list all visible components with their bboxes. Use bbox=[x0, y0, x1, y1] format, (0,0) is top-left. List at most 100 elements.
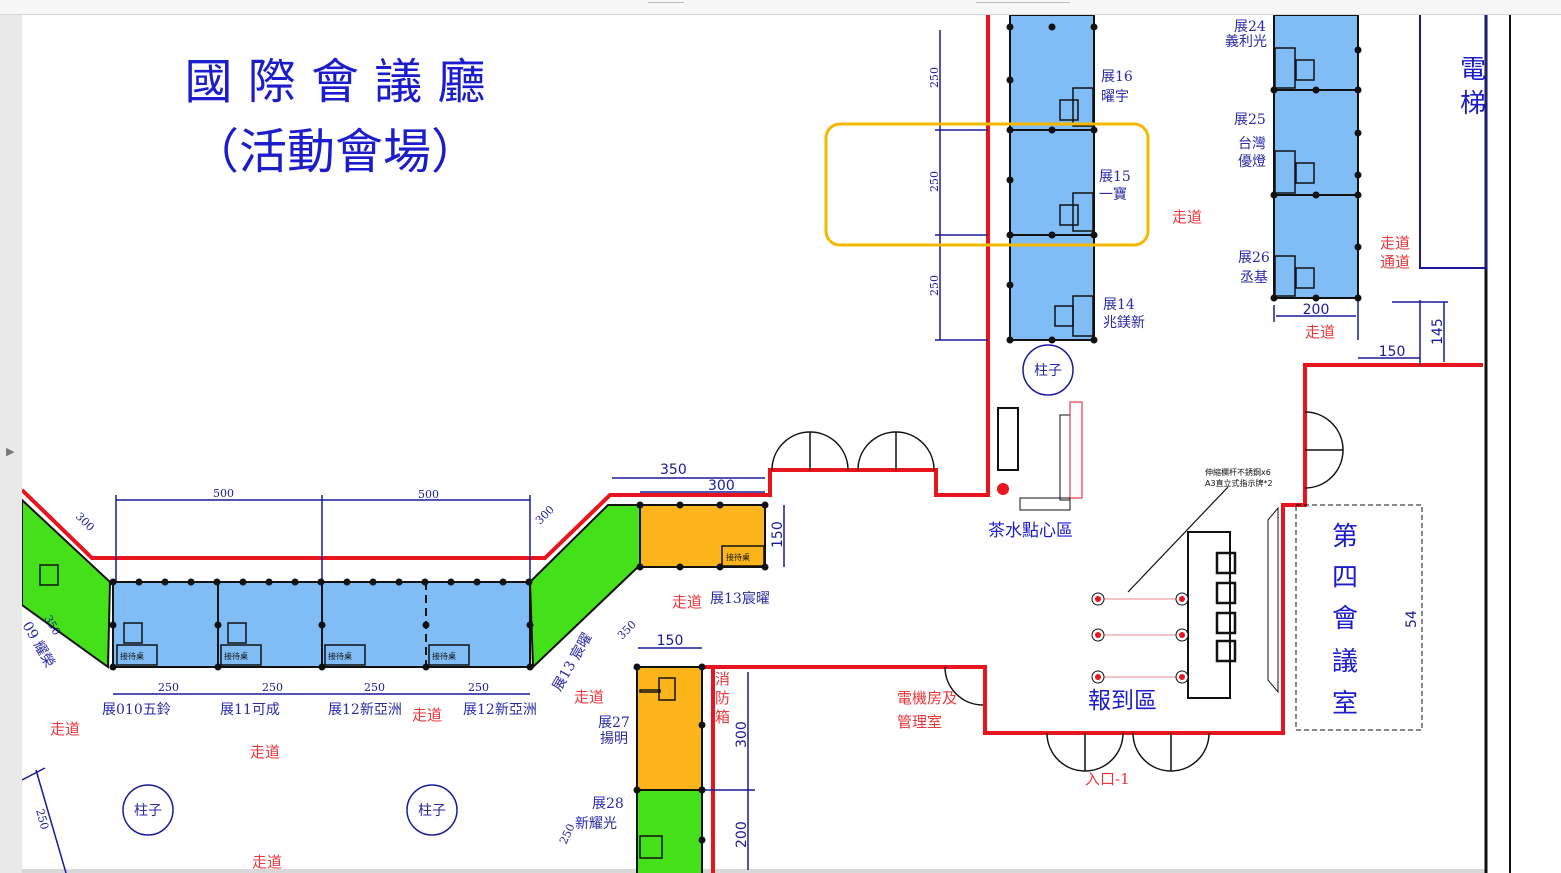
aisle-label: 通道 bbox=[1380, 253, 1410, 271]
aisle-label: 走道 bbox=[50, 720, 80, 738]
booth-27[interactable] bbox=[637, 667, 702, 790]
booth-post bbox=[110, 579, 117, 586]
tea-counter bbox=[1020, 498, 1070, 510]
tea-area-label: 茶水點心區 bbox=[988, 521, 1073, 541]
aisle-label: 走道 bbox=[1305, 323, 1335, 341]
booth-09[interactable] bbox=[22, 500, 110, 667]
booth-25[interactable] bbox=[1274, 90, 1358, 195]
dimension-label: 250 bbox=[468, 681, 489, 694]
dimension-label: 250 bbox=[928, 171, 941, 192]
elevator-label: 電 bbox=[1460, 55, 1486, 85]
svg-text:接待桌: 接待桌 bbox=[328, 651, 352, 661]
display-stand bbox=[1268, 508, 1278, 692]
booth-post bbox=[1091, 127, 1098, 134]
booth-post bbox=[1091, 232, 1098, 239]
conf-room-label: 四 bbox=[1332, 563, 1358, 593]
booth-post bbox=[1091, 337, 1098, 344]
booth-post bbox=[1271, 192, 1278, 199]
viewer-toolbar bbox=[0, 0, 1561, 15]
dimension-label: 145 bbox=[1430, 318, 1446, 345]
horizontal-scrollbar[interactable] bbox=[22, 869, 1486, 873]
booth-11[interactable] bbox=[218, 582, 322, 667]
booth-post bbox=[527, 664, 534, 671]
dimension-label: 250 bbox=[158, 681, 179, 694]
booth-10[interactable] bbox=[113, 582, 218, 667]
booth-label: 丞基 bbox=[1240, 269, 1268, 286]
booth-15[interactable] bbox=[1010, 130, 1094, 235]
booth-post bbox=[699, 837, 706, 844]
checkin-label: 報到區 bbox=[1088, 688, 1157, 714]
tea-counter bbox=[1070, 402, 1082, 498]
dimension-label: 250 bbox=[928, 67, 941, 88]
booth-post bbox=[396, 579, 403, 586]
booth-label: 優燈 bbox=[1238, 154, 1266, 170]
elevator bbox=[1420, 10, 1486, 268]
note-arrow bbox=[1128, 487, 1228, 592]
booth-label: 展15 bbox=[1099, 169, 1131, 185]
sidebar-collapsed: ▶ bbox=[0, 15, 22, 873]
booth-post bbox=[1091, 24, 1098, 31]
booth-post bbox=[527, 622, 534, 629]
chevron-right-icon[interactable]: ▶ bbox=[6, 445, 15, 458]
svg-text:接待桌: 接待桌 bbox=[432, 651, 456, 661]
booth-label: 展27 bbox=[598, 715, 630, 731]
dimension-label: 150 bbox=[657, 633, 684, 649]
booth-label: 台灣 bbox=[1238, 136, 1266, 152]
booth-post bbox=[1355, 295, 1362, 302]
booth-label: 展13宸曜 bbox=[710, 590, 770, 607]
door bbox=[772, 412, 1343, 771]
booth-post bbox=[319, 622, 326, 629]
toolbar-tab-active[interactable] bbox=[976, 2, 1070, 3]
booth-post bbox=[1049, 127, 1056, 134]
booth-post bbox=[677, 502, 684, 509]
booth-24[interactable] bbox=[1274, 15, 1358, 90]
booth-post bbox=[1007, 24, 1014, 31]
booth-post bbox=[634, 787, 641, 794]
pillar bbox=[1023, 345, 1073, 395]
booth-post bbox=[1007, 282, 1014, 289]
dimension-label: 150 bbox=[1379, 344, 1406, 360]
booth-post bbox=[344, 579, 351, 586]
toolbar-tab[interactable] bbox=[648, 2, 684, 3]
booth-post bbox=[1355, 192, 1362, 199]
conf-room-label: 會 bbox=[1332, 604, 1358, 634]
booth-post bbox=[370, 579, 377, 586]
dimension-label: 54 bbox=[1404, 610, 1420, 628]
booth-post bbox=[240, 579, 247, 586]
booth-label: 一寶 bbox=[1099, 187, 1127, 203]
booth-label: 揚明 bbox=[600, 730, 628, 747]
booth-post bbox=[1355, 87, 1362, 94]
machine-room-label: 電機房及 bbox=[897, 689, 957, 707]
wall bbox=[22, 15, 988, 558]
dimension-label: 250 bbox=[262, 681, 283, 694]
booth-16[interactable] bbox=[1010, 15, 1094, 130]
booth-post bbox=[1355, 130, 1362, 137]
booth-post bbox=[423, 622, 430, 629]
aisle-label: 走道 bbox=[672, 593, 702, 611]
booth-14[interactable] bbox=[1010, 235, 1094, 340]
plan-subtitle: （活動會場） bbox=[191, 124, 479, 180]
booth-28[interactable] bbox=[637, 790, 702, 873]
dimension-label: 250 bbox=[364, 681, 385, 694]
dimension-label: 500 bbox=[418, 488, 439, 501]
booth-post bbox=[1355, 244, 1362, 251]
conf-room-label: 第 bbox=[1332, 522, 1358, 552]
wall bbox=[702, 365, 1483, 733]
booth-post bbox=[319, 664, 326, 671]
tea-table bbox=[998, 408, 1018, 470]
booth-post bbox=[500, 579, 507, 586]
booth-post bbox=[110, 622, 117, 629]
booth-13[interactable] bbox=[640, 505, 765, 567]
booth-post bbox=[637, 564, 644, 571]
dimension-label: 300 bbox=[73, 510, 97, 534]
aisle-label: 走道 bbox=[250, 743, 280, 761]
booth-post bbox=[762, 502, 769, 509]
note-text: A3直立式指示牌*2 bbox=[1205, 478, 1273, 488]
machine-room-label: 管理室 bbox=[897, 713, 942, 731]
aisle-label: 走道 bbox=[1172, 208, 1202, 226]
booth-label: 兆鎂新 bbox=[1103, 315, 1145, 331]
booth-post bbox=[292, 579, 299, 586]
booth-26[interactable] bbox=[1274, 195, 1358, 298]
booth-post bbox=[1313, 192, 1320, 199]
